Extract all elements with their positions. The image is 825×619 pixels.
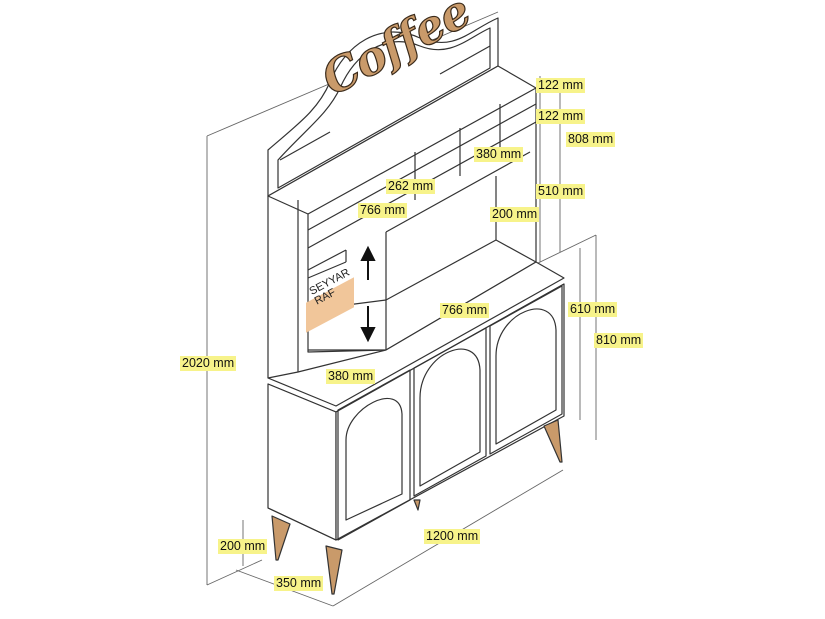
sign-panel: [267, 17, 499, 197]
dim-upper-right-height: 510 mm: [536, 184, 586, 199]
dim-base-depth: 350 mm: [274, 576, 324, 591]
door-middle: [413, 327, 487, 497]
dim-upper-height: 808 mm: [566, 132, 616, 147]
dim-lower-cabinet-height: 610 mm: [568, 302, 618, 317]
dim-total-height: 2020 mm: [180, 356, 237, 371]
door-right: [489, 285, 563, 455]
dim-counter-width: 766 mm: [440, 303, 490, 318]
lower-cabinet: [267, 383, 337, 541]
dim-upper-inner-height: 200 mm: [490, 207, 540, 222]
dim-side-depth: 380 mm: [326, 369, 376, 384]
door-left: [337, 369, 411, 541]
legs: [271, 419, 563, 595]
dim-lower-total-height: 810 mm: [594, 333, 644, 348]
dim-upper-right-width: 380 mm: [474, 147, 524, 162]
dim-upper-inner-width: 766 mm: [358, 203, 408, 218]
dim-top-shelf-1: 122 mm: [536, 78, 586, 93]
dim-top-shelf-2: 122 mm: [536, 109, 586, 124]
shelf-arrows: [360, 245, 376, 343]
dim-upper-mid-width: 262 mm: [386, 179, 436, 194]
dim-leg-height: 200 mm: [218, 539, 268, 554]
dim-base-width: 1200 mm: [424, 529, 481, 544]
